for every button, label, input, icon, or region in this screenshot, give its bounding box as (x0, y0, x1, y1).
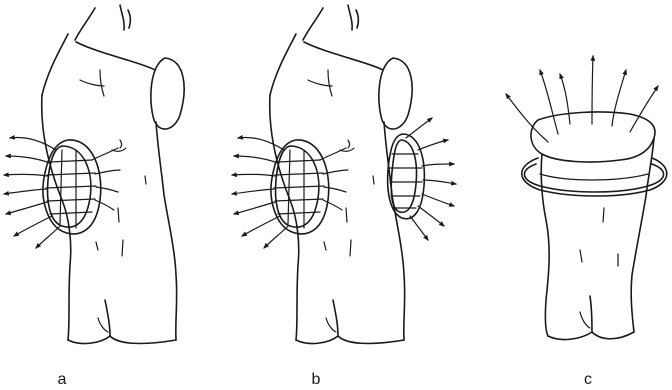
panel-b-coil-front (232, 138, 348, 249)
panel-b-coil-back (388, 118, 456, 240)
panel-label-a: a (58, 371, 67, 388)
panel-c-coil (522, 158, 667, 196)
panel-label-b: b (312, 371, 321, 388)
panel-b: b (232, 5, 456, 388)
panel-a: a (4, 5, 184, 388)
panel-a-coil (4, 138, 120, 249)
panel-c-torso (531, 112, 655, 339)
panel-label-c: c (584, 371, 592, 388)
panel-c: c (506, 56, 667, 388)
